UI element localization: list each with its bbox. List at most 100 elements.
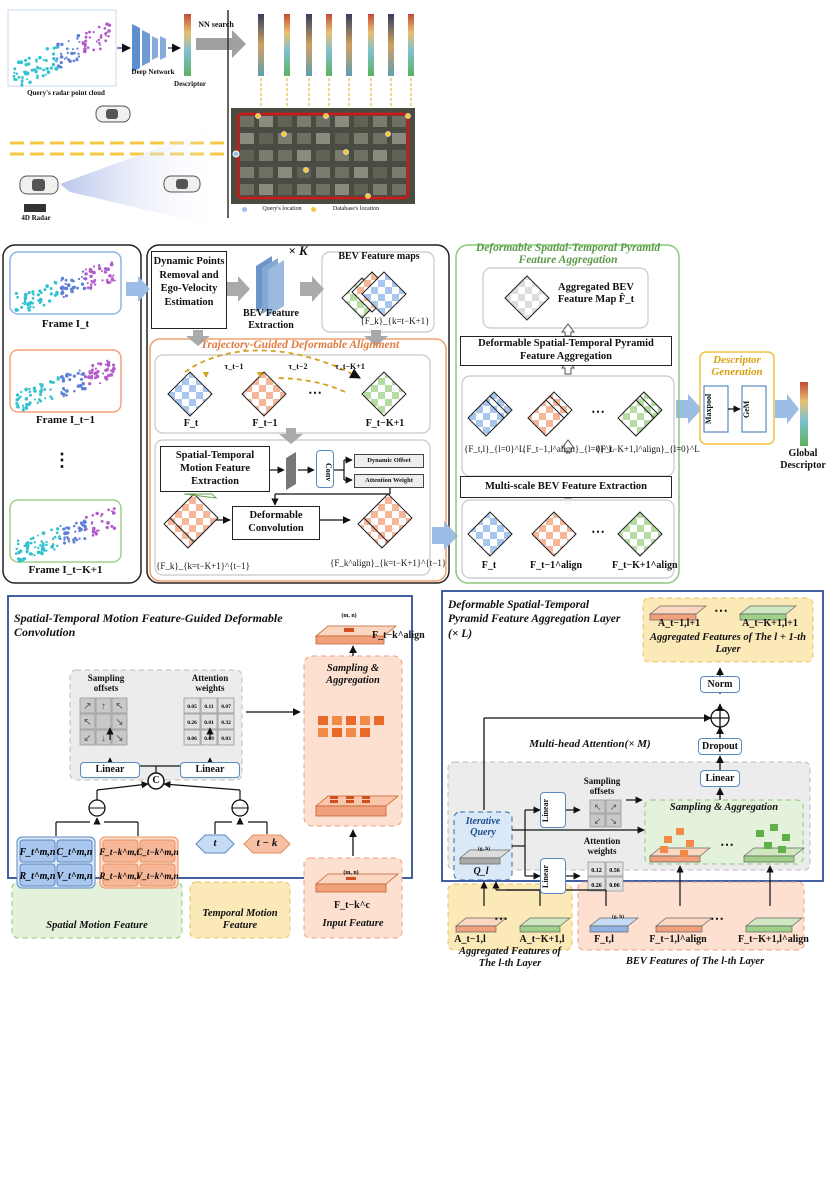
point-cloud-dot [22, 406, 25, 410]
point-cloud-dot [20, 82, 24, 86]
sampled-point-cube [318, 728, 328, 737]
point-cloud-dot [90, 522, 94, 525]
spatial-cell-past [102, 863, 139, 887]
temporal-motion-label: Temporal Motion Feature [202, 908, 278, 931]
building-block [316, 184, 330, 195]
point-cloud-dot [33, 398, 36, 401]
point-cloud-dot [67, 540, 71, 543]
point-cloud-dot [106, 363, 111, 367]
fk-set-label: {F_k}_{k=t−K+1} [360, 316, 430, 326]
point-cloud-dot [45, 47, 50, 51]
point-cloud-dot [110, 261, 114, 264]
point-cloud-dot [66, 51, 69, 55]
database-location-dot [385, 131, 391, 137]
building-block [316, 150, 330, 161]
point-cloud-dot [107, 23, 112, 27]
point-cloud-dot [92, 31, 95, 34]
point-cloud-dot [88, 371, 92, 375]
point-cloud-dot [109, 262, 114, 267]
point-cloud-dot [80, 377, 84, 381]
legend-query-dot [242, 207, 247, 212]
feature-map-tile [169, 493, 219, 543]
building-block [354, 133, 368, 144]
point-cloud-dot [66, 372, 70, 376]
point-cloud-dot [31, 290, 35, 294]
input-feature-label: Input Feature [322, 918, 384, 929]
point-cloud-dot [65, 47, 69, 51]
query-location-dot [232, 150, 240, 158]
database-descriptor-bar [284, 14, 290, 76]
point-cloud-dot [80, 275, 83, 278]
building-block [278, 184, 292, 195]
point-cloud-dot [66, 537, 70, 541]
feature-map-tile [361, 371, 407, 417]
point-cloud-dot [17, 75, 21, 79]
point-cloud-dot [49, 66, 53, 70]
point-cloud-dot [99, 35, 103, 39]
input-point-marker [346, 877, 356, 880]
point-cloud-dot [46, 70, 51, 75]
point-cloud-dot [42, 303, 46, 307]
ft1-align-label: F_t−1^align [530, 560, 583, 571]
ftk-align-label: F_t−K+1^align [612, 560, 678, 571]
point-cloud-dot [36, 293, 40, 297]
offset-arrow-icon: ↖ [83, 717, 91, 728]
in-slab-green-side [519, 925, 561, 933]
bev-ellipsis: ⋯ [710, 912, 724, 927]
conv-box: Conv [316, 450, 334, 488]
point-cloud-dot [37, 534, 40, 537]
database-descriptors [258, 14, 414, 154]
frames-ellipsis: ⋮ [53, 450, 71, 470]
attention-weight-value: 0.05 [187, 704, 197, 710]
point-cloud-dot [90, 375, 94, 378]
feature-map-tile [467, 511, 513, 557]
point-cloud-dot [39, 399, 43, 403]
bev-extraction-label: BEV Feature Extraction [242, 308, 299, 331]
global-descriptor-bar [800, 382, 808, 446]
point-cloud-dot [71, 48, 75, 51]
point-cloud-dot [44, 73, 47, 76]
concat-label: C [152, 775, 160, 786]
spatial-cell-label: F_t^m,n [19, 847, 56, 858]
point-cloud-dot [94, 367, 98, 370]
point-cloud-dot [65, 56, 68, 59]
spatial-motion-panel [11, 881, 183, 939]
point-cloud-dot [39, 544, 42, 547]
point-cloud-dot [32, 536, 35, 540]
feature-map-tile [363, 493, 413, 543]
sampling-offset-cell [79, 697, 96, 714]
point-cloud-dot [97, 25, 101, 29]
point-cloud-dot [28, 80, 32, 84]
deformable-convolution-box: Deformable Convolution [232, 506, 320, 540]
building-block [354, 184, 368, 195]
point-cloud-dot [73, 390, 76, 393]
f-input-label: F_t−k^c [334, 900, 370, 911]
point-cloud-dot [53, 535, 57, 539]
point-cloud-dot [112, 507, 116, 511]
feature-map-tile [527, 399, 565, 437]
sampled-point-cube [346, 716, 356, 725]
point-cloud-dot [28, 390, 32, 394]
point-cloud-dot [73, 536, 77, 540]
point-cloud-dot [13, 71, 16, 74]
point-cloud-dot [71, 279, 75, 283]
point-cloud-dot [45, 284, 50, 289]
fk-align-set-label: {F_k^align}_{k=t−K+1}^{t−1} [330, 558, 447, 568]
point-cloud-dot [105, 526, 109, 530]
building-block [297, 133, 311, 144]
attention-weight-cell [200, 697, 218, 714]
trajectory-path [184, 349, 361, 379]
building-block [240, 116, 254, 127]
in-slab-orange-side [455, 925, 497, 933]
spatial-cell-current [56, 863, 93, 887]
point-cloud-dot [63, 538, 66, 541]
ft1l-label: {F_t−1,l^align}_{l=0}^L [522, 444, 615, 454]
point-cloud-dot [23, 544, 27, 548]
mn-input-label: (m, n) [343, 870, 359, 876]
ftkl-label: {F_t−K+1,l^align}_{l=0}^L [596, 444, 700, 454]
point-cloud-dot [27, 306, 30, 310]
point-cloud-dot [38, 55, 42, 60]
point-cloud-dot [78, 40, 81, 44]
spatial-cell-past [102, 839, 139, 863]
